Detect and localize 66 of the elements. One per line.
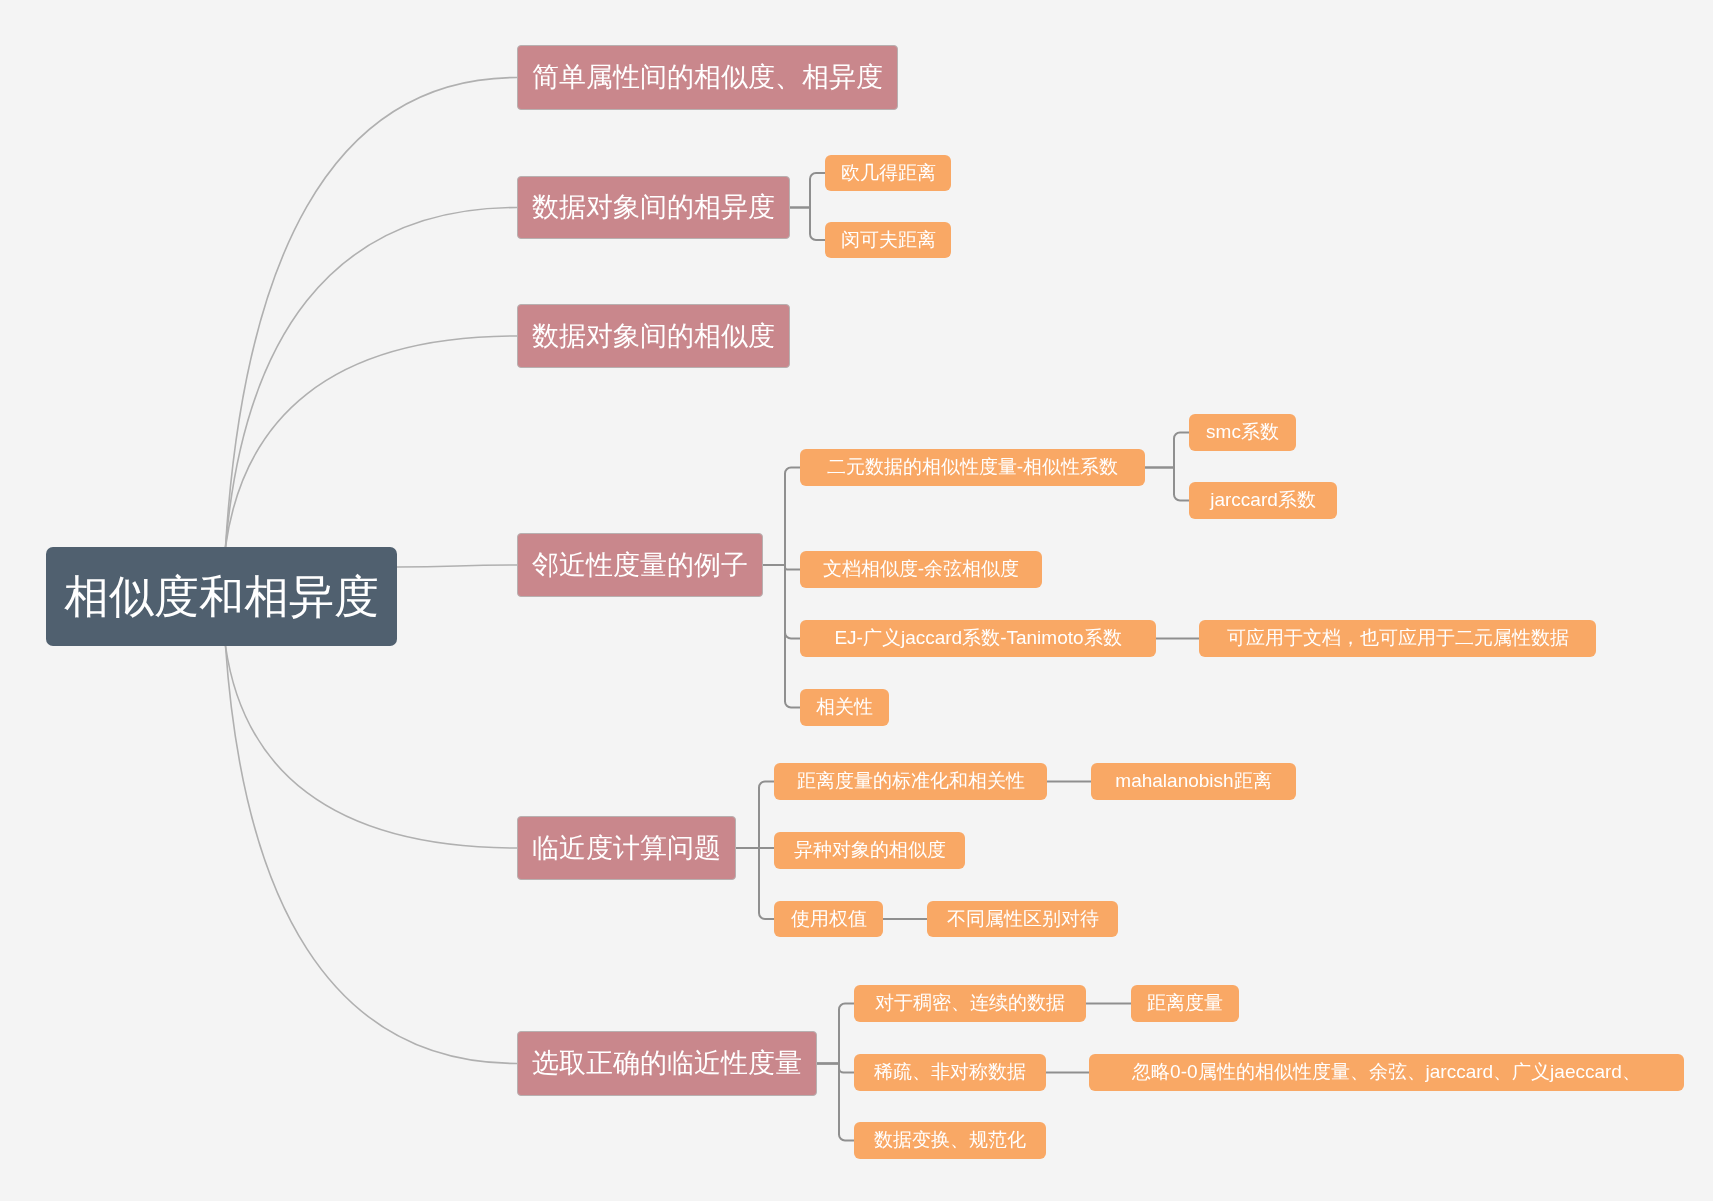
subtopic-box [774, 832, 965, 869]
main-topic-label: 邻近性度量的例子 [532, 548, 748, 582]
subtopic-label: 使用权值 [790, 907, 867, 931]
connector-line [735, 847, 775, 920]
central-topic-label: 相似度和相异度 [64, 569, 379, 624]
main-topic-box [517, 533, 763, 597]
subtopic-label: EJ-广义jaccard系数-Tanimoto系数 [834, 627, 1122, 650]
main-topic-label: 选取正确的临近性度量 [532, 1047, 802, 1080]
subtopic-box [854, 1122, 1046, 1159]
subtopic-box [800, 620, 1156, 657]
connector-line [1045, 1071, 1090, 1074]
connector-line [789, 206, 826, 241]
subtopic-box [825, 222, 951, 258]
subtopic-label: smc系数 [1206, 421, 1279, 444]
subtopic-box [1131, 985, 1239, 1022]
subtopic-label: 稀疏、非对称数据 [874, 1061, 1026, 1084]
main-topic-box [517, 45, 898, 110]
subtopic-box [1189, 482, 1337, 519]
subtopic-box [774, 763, 1047, 800]
main-topic-label: 数据对象间的相似度 [532, 319, 775, 353]
branch-curve [224, 335, 518, 548]
subtopic-box [774, 901, 883, 937]
connector-line [1155, 637, 1200, 640]
subtopic-box [800, 689, 889, 726]
connector-line [1144, 466, 1190, 502]
main-topic-box [517, 176, 790, 239]
subtopic-label: 闵可夫距离 [840, 228, 936, 252]
main-topic-box [517, 304, 790, 368]
main-topic-label: 临近度计算问题 [532, 831, 721, 865]
branch-curve [396, 564, 518, 568]
main-topic-label: 数据对象间的相异度 [532, 191, 775, 224]
subtopic-label: 异种对象的相似度 [793, 839, 946, 862]
subtopic-label: 文档相似度-余弦相似度 [822, 558, 1020, 581]
subtopic-label: 数据变换、规范化 [874, 1129, 1026, 1152]
main-topic-label: 简单属性间的相似度、相异度 [532, 61, 883, 94]
subtopic-label: mahalanobish距离 [1115, 770, 1272, 793]
branch-curve [224, 645, 518, 1065]
subtopic-box [800, 551, 1042, 588]
subtopic-label: jarccard系数 [1210, 489, 1316, 512]
central-topic-box [46, 547, 397, 646]
connector-line [882, 918, 928, 920]
connector-line [1085, 1002, 1132, 1005]
connector-line [1046, 780, 1092, 783]
subtopic-label: 距离度量 [1147, 992, 1223, 1015]
subtopic-box [854, 1054, 1046, 1091]
subtopic-box [1199, 620, 1596, 657]
subtopic-label: 忽略0-0属性的相似性度量、余弦、jarccard、广义jaeccard、 [1132, 1061, 1641, 1084]
subtopic-box [800, 449, 1145, 486]
subtopic-label: 欧几得距离 [840, 161, 936, 185]
branch-curve [224, 645, 518, 849]
connector-line [762, 564, 801, 709]
subtopic-label: 距离度量的标准化和相关性 [796, 770, 1025, 793]
subtopic-label: 二元数据的相似性度量-相似性系数 [826, 456, 1119, 479]
subtopic-box [1089, 1054, 1684, 1091]
subtopic-box [1189, 414, 1296, 451]
subtopic-box [927, 901, 1118, 937]
subtopic-label: 对于稠密、连续的数据 [875, 992, 1065, 1015]
subtopic-label: 不同属性区别对待 [946, 907, 1099, 931]
subtopic-box [1091, 763, 1296, 800]
subtopic-box [854, 985, 1086, 1022]
subtopic-label: 相关性 [816, 696, 873, 719]
subtopic-label: 可应用于文档，也可应用于二元属性数据 [1226, 627, 1569, 650]
main-topic-box [517, 1031, 817, 1096]
connector-line [816, 1062, 855, 1142]
subtopic-box [825, 155, 951, 191]
main-topic-box [517, 816, 736, 880]
